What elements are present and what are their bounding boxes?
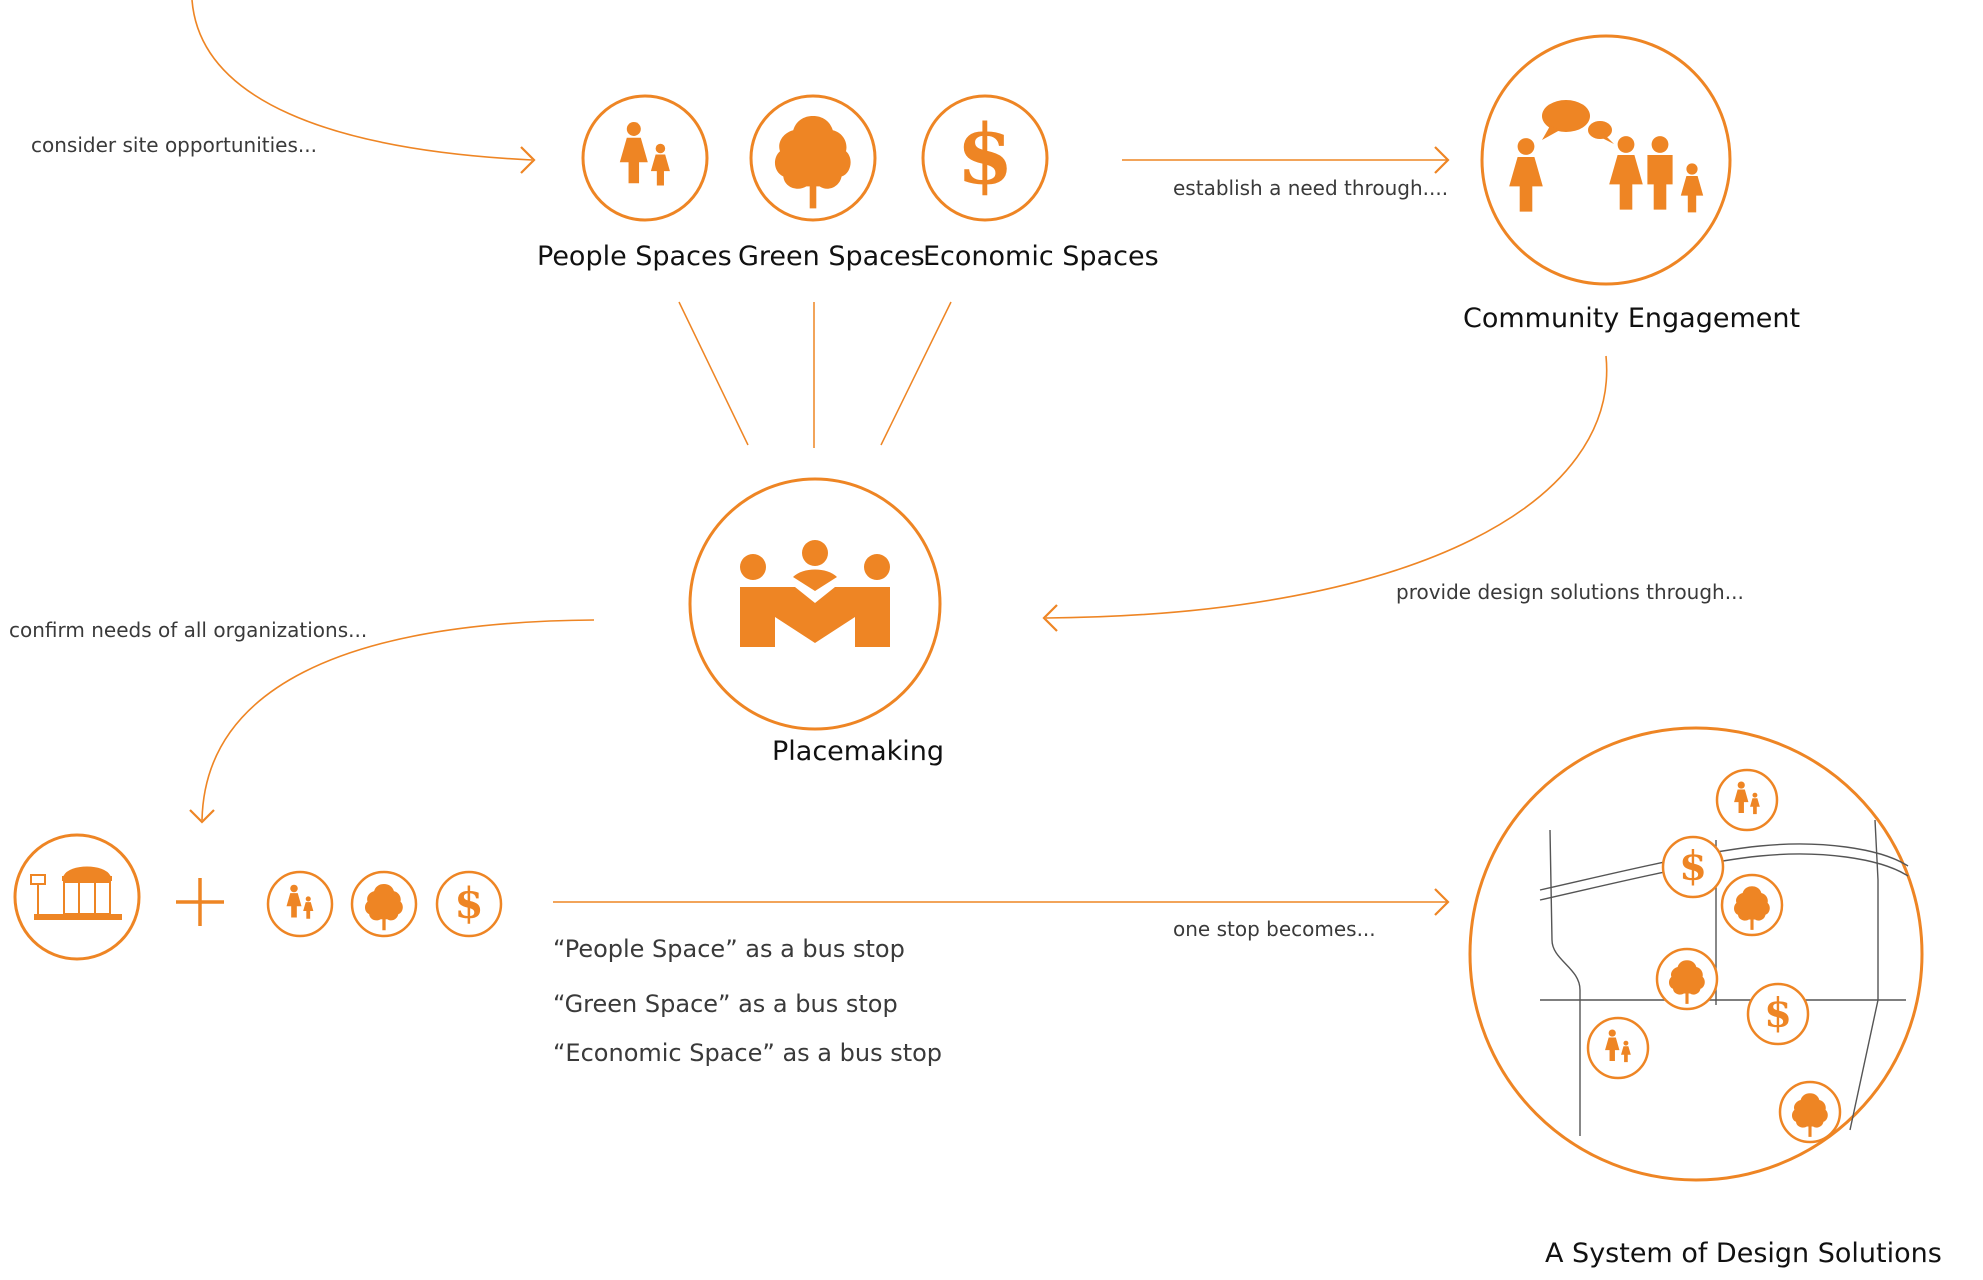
arrow-establish-head <box>1434 146 1450 174</box>
map-dollar-icon-1: $ <box>1679 843 1707 890</box>
street-map-lines <box>1539 819 1909 1136</box>
map-dollar-icon-2: $ <box>1764 990 1792 1037</box>
bus-stop-icon <box>30 866 122 920</box>
label-people-spaces: People Spaces <box>537 241 732 272</box>
arrow-consider-head <box>520 146 536 174</box>
note-provide: provide design solutions through... <box>1396 580 1744 604</box>
connector-people <box>678 301 749 446</box>
map-dollar-circle-2 <box>1746 982 1810 1046</box>
economic-spaces-circle <box>921 94 1049 222</box>
bus-stop-item-people: “People Space” as a bus stop <box>553 935 905 963</box>
arrow-confirm-line <box>201 619 595 821</box>
plus-icon <box>176 878 224 926</box>
dollar-icon: $ <box>956 107 1013 203</box>
dollar-icon-small: $ <box>454 879 483 928</box>
bus-stop-item-economic: “Economic Space” as a bus stop <box>553 1039 943 1067</box>
map-dollar-circle-1 <box>1661 835 1725 899</box>
label-placemaking: Placemaking <box>772 736 945 767</box>
label-green-spaces: Green Spaces <box>738 241 925 272</box>
arrow-provide-line <box>1045 355 1608 619</box>
arrow-one-stop-head <box>1434 888 1450 916</box>
arrow-consider-line <box>191 0 533 161</box>
bus-stop-circle <box>13 833 141 961</box>
note-consider: consider site opportunities... <box>31 133 317 157</box>
note-one-stop: one stop becomes... <box>1173 917 1376 941</box>
community-icon <box>1509 100 1704 213</box>
connector-economic <box>880 301 952 446</box>
community-engagement-circle <box>1480 34 1732 286</box>
note-establish: establish a need through.... <box>1173 176 1449 200</box>
arrow-provide-head <box>1042 604 1058 632</box>
label-system-of-design-solutions: A System of Design Solutions <box>1545 1238 1942 1269</box>
label-community-engagement: Community Engagement <box>1463 303 1801 334</box>
arrow-confirm-head <box>189 809 215 824</box>
note-confirm: confirm needs of all organizations... <box>9 618 368 642</box>
bus-stop-item-green: “Green Space” as a bus stop <box>553 990 898 1018</box>
bus-economic-circle <box>435 870 503 938</box>
label-economic-spaces: Economic Spaces <box>923 241 1159 272</box>
